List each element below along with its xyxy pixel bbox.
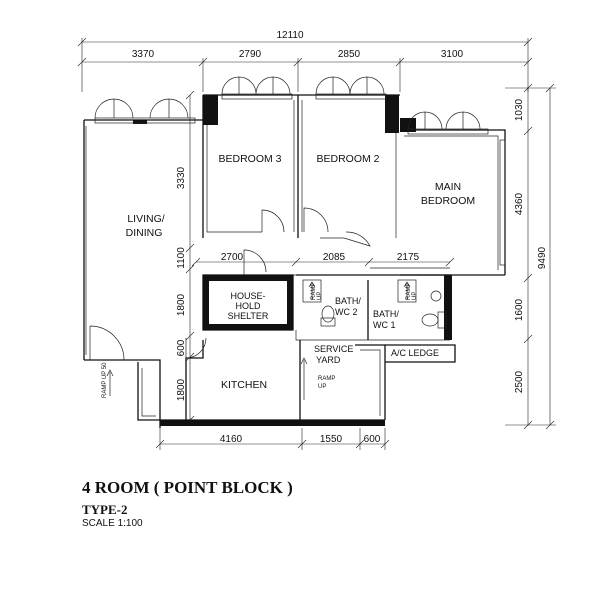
ramp-label: RAMP — [318, 376, 335, 382]
dim-top-segment: 3100 — [441, 49, 464, 60]
room-label-dining: DINING — [126, 227, 163, 239]
door-entrance — [89, 325, 125, 361]
dim-internal-segment: 2085 — [323, 252, 346, 263]
ramp-service-yard — [300, 357, 308, 400]
dim-overall-width: 12110 — [276, 30, 304, 41]
ramp-up-50-label: RAMP UP 50 — [102, 362, 108, 398]
dim-internal-segment: 2175 — [397, 252, 420, 263]
door-shelter — [243, 249, 267, 275]
door-bedroom2 — [303, 207, 329, 233]
dim-bottom-segment: 1550 — [320, 434, 343, 445]
dim-right-segment: 2500 — [514, 370, 525, 393]
internal-dimension-line — [191, 257, 455, 267]
window-living — [94, 98, 196, 124]
window-main-bedroom — [407, 111, 489, 135]
room-label-bath2: BATH/ — [335, 296, 361, 306]
room-label-yard: YARD — [316, 355, 341, 365]
plan-type: TYPE-2 — [82, 502, 128, 517]
dim-top-segment: 2850 — [338, 49, 361, 60]
room-label-main-bedroom: BEDROOM — [421, 195, 475, 207]
window-bedroom3 — [221, 76, 293, 100]
room-label-main: MAIN — [435, 181, 461, 193]
dim-left-segment: 1800 — [176, 378, 187, 401]
dim-right-segment: 1600 — [514, 298, 525, 321]
toilet-bath1 — [421, 311, 447, 329]
dim-right-segment: 4360 — [514, 192, 525, 215]
left-dimension-lines — [185, 90, 195, 425]
ramp-bath1 — [397, 279, 417, 303]
window-bedroom2 — [315, 76, 387, 100]
dim-overall-height: 9490 — [537, 246, 548, 269]
wall-columns — [133, 95, 452, 426]
dim-bottom-segment: 4160 — [220, 434, 243, 445]
room-label-shelter: HOUSE- — [230, 291, 265, 301]
dim-left-segment: 1100 — [176, 247, 187, 269]
ramp-bath2 — [302, 279, 322, 303]
plan-title: 4 ROOM ( POINT BLOCK ) — [82, 478, 293, 497]
bottom-dimension-lines — [155, 428, 390, 450]
door-kitchen — [185, 337, 207, 359]
right-dimension-lines — [505, 83, 556, 430]
room-label-bath2: WC 2 — [335, 307, 358, 317]
dim-left-segment: 600 — [176, 339, 187, 356]
dim-top-segment: 2790 — [239, 49, 262, 60]
room-label-bedroom3: BEDROOM 3 — [218, 153, 281, 165]
top-dimension-lines — [77, 37, 533, 92]
ramp-entrance — [106, 369, 114, 396]
toilet-bath2 — [320, 305, 336, 327]
room-label-shelter: SHELTER — [228, 311, 269, 321]
room-label-service: SERVICE — [314, 344, 353, 354]
dim-left-segment: 3330 — [176, 166, 187, 189]
dim-bottom-segment: 600 — [364, 434, 381, 445]
ramp-up-label: UP — [412, 292, 418, 300]
ramp-up-label: UP — [317, 292, 323, 300]
ramp-label: RAMP — [406, 283, 412, 300]
floor-plan: 12110 3370 2790 2850 3100 3330 1100 1800… — [77, 30, 556, 450]
door-bedroom3 — [261, 209, 285, 233]
room-label-ac-ledge: A/C LEDGE — [391, 348, 439, 358]
dim-top-segment: 3370 — [132, 49, 155, 60]
dim-left-segment: 1800 — [176, 293, 187, 316]
ramp-label: RAMP — [311, 283, 317, 300]
room-label-bath1: BATH/ — [373, 309, 399, 319]
ramp-up-label: UP — [318, 384, 326, 390]
room-label-living: LIVING/ — [127, 213, 164, 225]
room-label-bath1: WC 1 — [373, 320, 396, 330]
window-main-bedroom-side — [499, 139, 506, 266]
sink-bath1 — [430, 290, 442, 302]
dim-right-segment: 1030 — [514, 98, 525, 121]
room-label-shelter: HOLD — [235, 301, 261, 311]
room-label-kitchen: KITCHEN — [221, 379, 267, 391]
dim-internal-segment: 2700 — [221, 252, 244, 263]
plan-scale: SCALE 1:100 — [82, 518, 143, 529]
room-label-bedroom2: BEDROOM 2 — [316, 153, 379, 165]
walls — [83, 94, 506, 428]
door-main-bedroom — [343, 231, 371, 247]
